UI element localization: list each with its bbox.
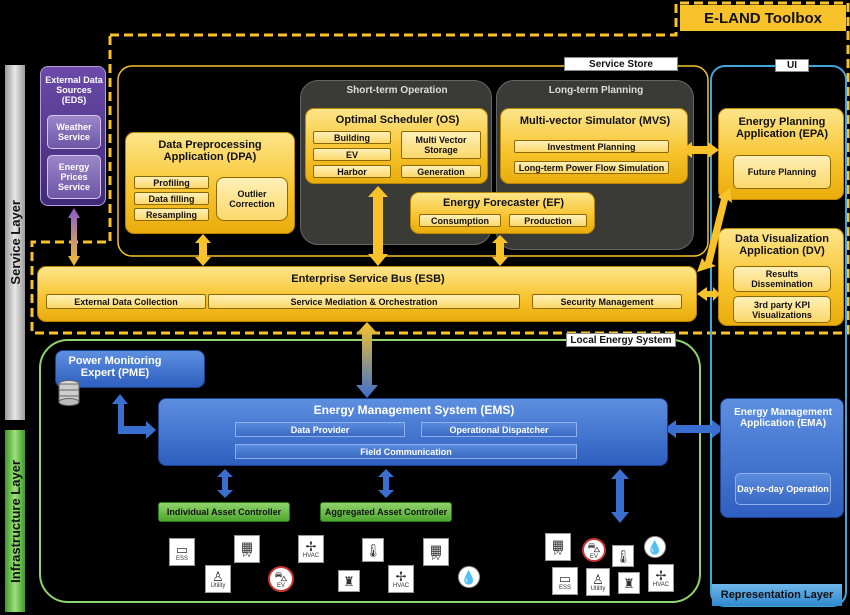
utility-tower-icon-2: ♙Utility <box>586 568 610 596</box>
eds-box: External Data Sources (EDS) Weather Serv… <box>40 66 106 206</box>
service-store-label: Service Store <box>564 57 678 71</box>
epa-box: Energy Planning Application (EPA) Future… <box>718 108 844 200</box>
toolbox-title: E-LAND Toolbox <box>680 5 846 31</box>
arrow-ems-assets <box>611 469 629 523</box>
epa-title: Energy Planning Application (EPA) <box>735 116 829 140</box>
os-building: Building <box>313 131 391 144</box>
ems-title: Energy Management System (EMS) <box>313 403 515 417</box>
ui-label: UI <box>775 59 809 72</box>
dpa-data-filling: Data filling <box>134 192 209 205</box>
dv-results-dissemination: Results Dissemination <box>733 266 831 292</box>
worker-icon-2: ♜ <box>618 572 640 594</box>
os-box: Optimal Scheduler (OS) Building EV Harbo… <box>305 108 488 184</box>
ef-consumption: Consumption <box>419 214 501 227</box>
ess-battery-icon: ▭ESS <box>169 538 195 566</box>
mvs-long-term-power-flow: Long-term Power Flow Simulation <box>514 161 669 174</box>
ems-data-provider: Data Provider <box>235 422 405 437</box>
arrow-pme-ems <box>112 394 156 439</box>
ems-box: Energy Management System (EMS) Data Prov… <box>158 398 668 466</box>
os-harbor: Harbor <box>313 165 391 178</box>
individual-asset-controller: Individual Asset Controller <box>158 502 290 522</box>
ef-box: Energy Forecaster (EF) Consumption Produ… <box>410 192 595 234</box>
ess-battery-icon-2: ▭ESS <box>552 567 578 595</box>
hvac-fan-icon-3: ✢HVAC <box>648 564 674 592</box>
ef-production: Production <box>509 214 587 227</box>
ema-day-to-day: Day-to-day Operation <box>735 473 831 505</box>
mvs-box: Multi-vector Simulator (MVS) Investment … <box>500 108 688 184</box>
arrow-esb-dv <box>697 287 720 301</box>
esb-external-data-collection: External Data Collection <box>46 294 206 309</box>
water-drop-icon-2: 💧 <box>644 536 666 558</box>
epa-future-planning: Future Planning <box>733 155 831 189</box>
arrow-ef-esb <box>492 235 508 266</box>
os-multi-vector-storage: Multi Vector Storage <box>401 131 481 159</box>
pv-solar-panel-icon: ▦PV <box>234 535 260 563</box>
aggregated-asset-controller: Aggregated Asset Controller <box>320 502 452 522</box>
arrow-esb-epa <box>697 188 732 272</box>
ema-title: Energy Management Application (EMA) <box>734 407 832 429</box>
arrow-os-esb <box>368 186 388 266</box>
arrow-ems-individual <box>217 469 233 498</box>
short-term-title: Short-term Operation <box>346 85 448 96</box>
pme-title: Power Monitoring Expert (PME) <box>68 355 162 379</box>
arrow-esb-ems <box>356 322 378 398</box>
dpa-box: Data Preprocessing Application (DPA) Pro… <box>125 132 295 234</box>
os-title: Optimal Scheduler (OS) <box>335 114 460 126</box>
dv-title: Data Visualization Application (DV) <box>735 233 829 257</box>
energy-prices-service: Energy Prices Service <box>47 155 101 199</box>
ev-car-icon: ⛍EV <box>268 566 294 592</box>
ems-operational-dispatcher: Operational Dispatcher <box>421 422 577 437</box>
esb-box: Enterprise Service Bus (ESB) External Da… <box>37 266 697 322</box>
water-drop-icon: 💧 <box>458 566 480 588</box>
dpa-title: Data Preprocessing Application (DPA) <box>158 139 262 163</box>
mvs-investment-planning: Investment Planning <box>514 140 669 153</box>
ef-title: Energy Forecaster (EF) <box>442 197 565 209</box>
local-energy-system-label: Local Energy System <box>566 333 676 347</box>
database-icon <box>58 380 80 406</box>
dpa-resampling: Resampling <box>134 208 209 221</box>
pv-solar-panel-icon-2: ▦PV <box>423 538 449 566</box>
arrow-ems-aggregated <box>378 469 394 498</box>
hvac-fan-icon-2: ✢HVAC <box>388 565 414 593</box>
esb-security-management: Security Management <box>532 294 682 309</box>
pme-box: Power Monitoring Expert (PME) <box>55 350 205 388</box>
arrow-dpa-esb <box>195 234 211 266</box>
hvac-fan-icon: ✢HVAC <box>298 535 324 563</box>
thermometer-icon: 🌡 <box>362 538 384 562</box>
dv-box: Data Visualization Application (DV) Resu… <box>718 228 844 326</box>
mvs-title: Multi-vector Simulator (MVS) <box>519 115 671 127</box>
worker-icon: ♜ <box>338 570 360 592</box>
eds-title: External Data Sources (EDS) <box>45 75 103 105</box>
pv-solar-panel-icon-3: ▦PV <box>545 533 571 561</box>
service-layer-bar: Service Layer <box>5 65 25 420</box>
dv-kpi-visualizations: 3rd party KPI Visualizations <box>733 296 831 323</box>
long-term-title: Long-term Planning <box>548 85 644 96</box>
esb-service-mediation: Service Mediation & Orchestration <box>208 294 520 309</box>
infrastructure-layer-bar: Infrastructure Layer <box>5 430 25 612</box>
arrow-eds-esb <box>68 208 80 266</box>
ems-field-communication: Field Communication <box>235 444 577 459</box>
utility-tower-icon: ♙Utility <box>205 565 231 593</box>
ema-box: Energy Management Application (EMA) Day-… <box>720 398 844 518</box>
ev-car-icon-2: ⛍EV <box>582 538 606 562</box>
dpa-outlier-correction: Outlier Correction <box>216 177 288 221</box>
esb-title: Enterprise Service Bus (ESB) <box>291 273 445 285</box>
arrow-ems-ema <box>664 420 724 438</box>
weather-service: Weather Service <box>47 115 101 149</box>
arrow-mvs-epa <box>681 142 719 158</box>
thermometer-icon-2: 🌡 <box>612 545 634 567</box>
representation-layer-label: Representation Layer <box>712 584 842 606</box>
os-generation: Generation <box>401 165 481 178</box>
dpa-profiling: Profiling <box>134 176 209 189</box>
os-ev: EV <box>313 148 391 161</box>
